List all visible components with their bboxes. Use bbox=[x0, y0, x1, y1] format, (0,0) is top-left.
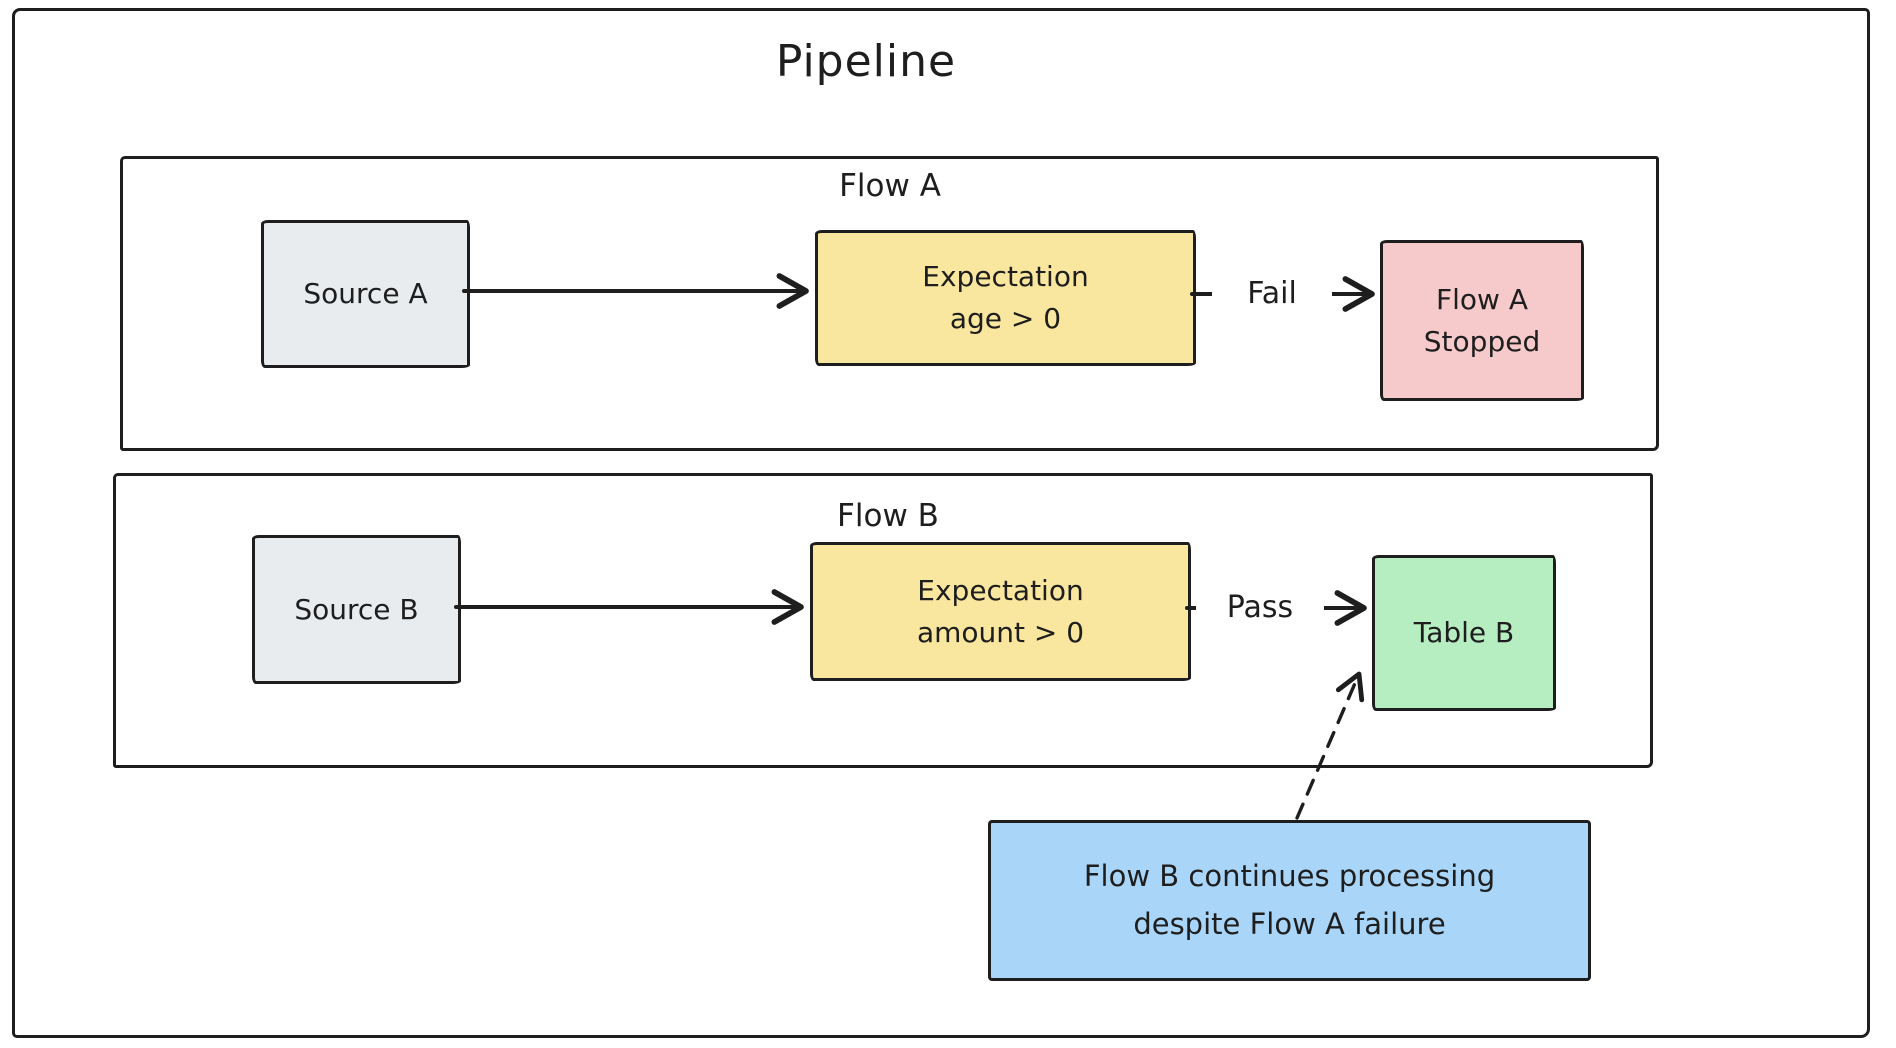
flow-a-stopped-line1: Flow A bbox=[1436, 282, 1528, 316]
expectation-b-node: Expectation amount > 0 bbox=[810, 542, 1191, 681]
expectation-a-line2: age > 0 bbox=[949, 302, 1062, 335]
diagram-title: Pipeline bbox=[775, 36, 957, 87]
fail-edge-label: Fail bbox=[1212, 274, 1332, 314]
pass-edge-label: Pass bbox=[1196, 588, 1324, 628]
source-a-node: Source A bbox=[261, 220, 470, 368]
note-line2: despite Flow A failure bbox=[1133, 906, 1446, 941]
expectation-b-line1: Expectation bbox=[917, 573, 1084, 607]
expectation-a-line1: Expectation bbox=[922, 260, 1089, 293]
source-b-node: Source B bbox=[252, 535, 461, 684]
flow-a-stopped-line2: Stopped bbox=[1423, 324, 1541, 358]
flow-b-label: Flow B bbox=[837, 498, 939, 534]
table-b-text: Table B bbox=[1413, 616, 1515, 649]
expectation-b-line2: amount > 0 bbox=[916, 615, 1085, 649]
note-box: Flow B continues processing despite Flow… bbox=[988, 820, 1591, 981]
flow-a-stopped-node: Flow A Stopped bbox=[1380, 240, 1584, 401]
source-b-text: Source B bbox=[294, 592, 419, 626]
pipeline-frame bbox=[12, 8, 1870, 1038]
flow-a-container bbox=[120, 156, 1659, 451]
source-a-text: Source A bbox=[303, 277, 428, 310]
flow-b-container bbox=[113, 473, 1653, 768]
note-line1: Flow B continues processing bbox=[1083, 858, 1496, 893]
flow-a-label: Flow A bbox=[839, 168, 941, 204]
table-b-node: Table B bbox=[1372, 555, 1556, 711]
expectation-a-node: Expectation age > 0 bbox=[815, 230, 1196, 366]
